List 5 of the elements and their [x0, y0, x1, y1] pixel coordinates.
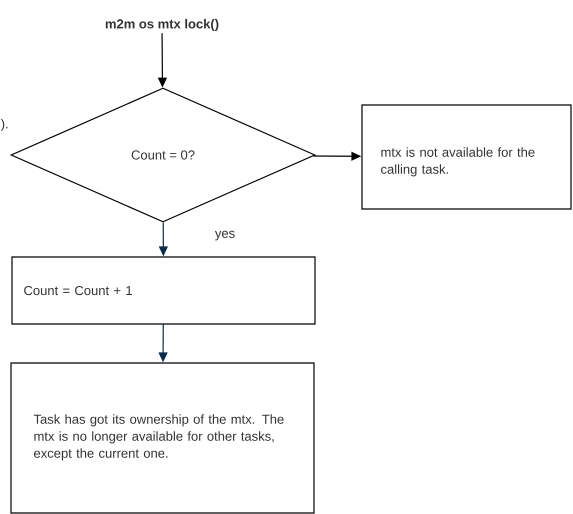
function-name: m2m os mtx lock() — [106, 18, 218, 32]
process-box: Task has got its ownership of the mtx. The mtx is no longer available for other tasks, except the current one. — [10, 362, 315, 514]
process-box: mtx is not available for the calling task. — [361, 104, 572, 210]
process-box: Count = Count + 1 — [11, 256, 316, 325]
edge-label: yes — [214, 230, 235, 240]
